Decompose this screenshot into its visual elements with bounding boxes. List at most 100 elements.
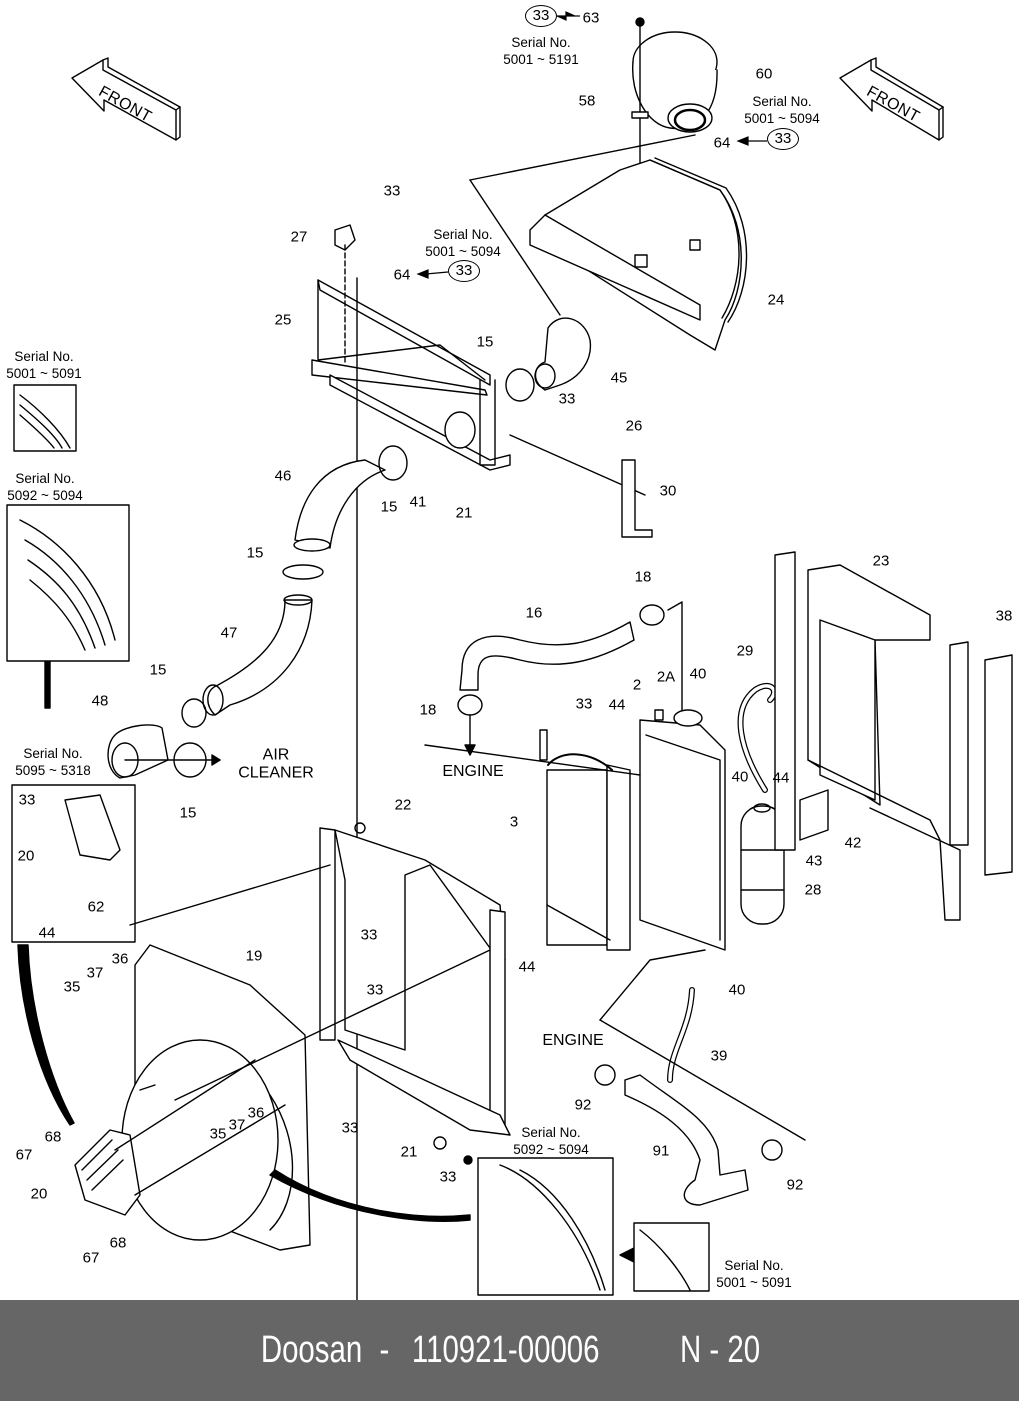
clamp-18-b xyxy=(639,604,665,626)
callout-22: 22 xyxy=(394,796,412,814)
callout-39: 39 xyxy=(710,1047,728,1065)
front-arrow-right xyxy=(839,57,944,141)
clamp-15-c xyxy=(282,564,324,580)
callout-48: 48 xyxy=(91,692,109,710)
callout-67-b: 67 xyxy=(82,1249,100,1267)
callout-67-a: 67 xyxy=(15,1146,33,1164)
callout-20-main: 20 xyxy=(30,1185,48,1203)
callout-45: 45 xyxy=(610,369,628,387)
serial-note-5001-5091-left: Serial No.5001 ~ 5091 xyxy=(6,349,82,381)
callout-33-c: 33 xyxy=(575,695,593,713)
callout-30: 30 xyxy=(659,482,677,500)
circled-ref-33-top: 33 xyxy=(525,5,557,27)
circled-ref-33-mid: 33 xyxy=(448,260,480,282)
fan-shroud-19 xyxy=(121,944,311,1251)
footer-page: N - 20 xyxy=(679,1329,760,1371)
serial-note-5092-5094-left: Serial No.5092 ~ 5094 xyxy=(7,471,83,503)
clamp-15-b xyxy=(378,445,408,481)
callout-28: 28 xyxy=(804,881,822,899)
hose-47 xyxy=(202,594,313,716)
serial-note-5095-5318: Serial No.5095 ~ 5318 xyxy=(15,746,91,778)
callout-68-a: 68 xyxy=(44,1128,62,1146)
callout-64-top: 64 xyxy=(713,134,731,152)
inset-box-5092-5094-bottom xyxy=(477,1157,614,1296)
callout-35-a: 35 xyxy=(63,978,81,996)
callout-19: 19 xyxy=(245,947,263,965)
callout-92-b: 92 xyxy=(786,1176,804,1194)
callout-16: 16 xyxy=(525,604,543,622)
callout-33-e: 33 xyxy=(366,981,384,999)
callout-2: 2 xyxy=(632,676,642,694)
mounting-plate-25 xyxy=(311,279,511,471)
footer-caption: Doosan - 110921-00006 N - 20 xyxy=(254,1329,766,1372)
hose-91 xyxy=(624,1074,749,1206)
callout-44-c: 44 xyxy=(518,958,536,976)
serial-note-5001-5094-right: Serial No.5001 ~ 5094 xyxy=(744,94,820,126)
callout-37-b: 37 xyxy=(228,1116,246,1134)
callout-40-a: 40 xyxy=(689,665,707,683)
fan-guard-20 xyxy=(74,1129,141,1216)
callout-62: 62 xyxy=(87,898,105,916)
callout-33-f: 33 xyxy=(341,1119,359,1137)
hose-45 xyxy=(534,317,592,391)
hose-46 xyxy=(293,459,386,552)
callout-42: 42 xyxy=(844,834,862,852)
footer-bar: Doosan - 110921-00006 N - 20 xyxy=(0,1300,1019,1401)
pre-cleaner-60 xyxy=(632,31,718,133)
callout-18-a: 18 xyxy=(634,568,652,586)
note-engine-upper: ENGINE xyxy=(442,763,504,781)
callout-40-c: 40 xyxy=(728,981,746,999)
callout-38: 38 xyxy=(995,607,1013,625)
callout-24: 24 xyxy=(767,291,785,309)
callout-33-b: 33 xyxy=(558,390,576,408)
callout-20-inset: 20 xyxy=(17,847,35,865)
inset-box-5001-5091-bottom xyxy=(633,1222,710,1292)
callout-25: 25 xyxy=(274,311,292,329)
circled-ref-33-right: 33 xyxy=(767,128,799,150)
clamp-15-d xyxy=(181,698,207,728)
diagram-linework xyxy=(6,17,1013,1300)
callout-2A: 2A xyxy=(656,668,676,686)
radiator-2 xyxy=(639,709,726,951)
callout-21-b: 21 xyxy=(400,1143,418,1161)
callout-91: 91 xyxy=(652,1142,670,1160)
callout-37-a: 37 xyxy=(86,964,104,982)
callout-68-b: 68 xyxy=(109,1234,127,1252)
clamp-92-b xyxy=(761,1139,783,1161)
seal-38 xyxy=(984,654,1013,876)
callout-3: 3 xyxy=(509,813,519,831)
callout-15-d: 15 xyxy=(149,661,167,679)
footer-part-number: 110921-00006 xyxy=(411,1329,599,1371)
note-engine-lower: ENGINE xyxy=(542,1032,604,1050)
parts-diagram: FRONT FRONT 33 33 33 Serial No.5001 ~ 51… xyxy=(6,5,1013,1300)
callout-44-b: 44 xyxy=(772,769,790,787)
callout-33-inset: 33 xyxy=(18,791,36,809)
bracket-42 xyxy=(799,789,829,841)
intercooler-3 xyxy=(539,729,631,951)
callout-92-a: 92 xyxy=(574,1096,592,1114)
callout-33-d: 33 xyxy=(360,926,378,944)
callout-33-g: 33 xyxy=(439,1168,457,1186)
serial-note-5001-5191: Serial No.5001 ~ 5191 xyxy=(503,35,579,67)
callout-44-a: 44 xyxy=(608,696,626,714)
callout-44-inset: 44 xyxy=(38,924,56,942)
hose-16 xyxy=(459,621,635,691)
callout-47: 47 xyxy=(220,624,238,642)
footer-brand: Doosan xyxy=(260,1329,362,1371)
callout-63: 63 xyxy=(582,9,600,27)
callout-27: 27 xyxy=(290,228,308,246)
callout-58: 58 xyxy=(578,92,596,110)
front-arrow-left xyxy=(71,57,181,141)
callout-46: 46 xyxy=(274,467,292,485)
serial-note-5001-5091-bottom: Serial No.5001 ~ 5091 xyxy=(716,1258,792,1290)
callout-15-a: 15 xyxy=(476,333,494,351)
footer-separator: - xyxy=(378,1329,389,1371)
callout-35-b: 35 xyxy=(209,1125,227,1143)
inset-box-5092-5094 xyxy=(6,504,130,662)
clamp-92-a xyxy=(594,1064,616,1086)
callout-15-e: 15 xyxy=(179,804,197,822)
callout-29: 29 xyxy=(736,642,754,660)
callout-18-b: 18 xyxy=(419,701,437,719)
callout-36-a: 36 xyxy=(111,950,129,968)
